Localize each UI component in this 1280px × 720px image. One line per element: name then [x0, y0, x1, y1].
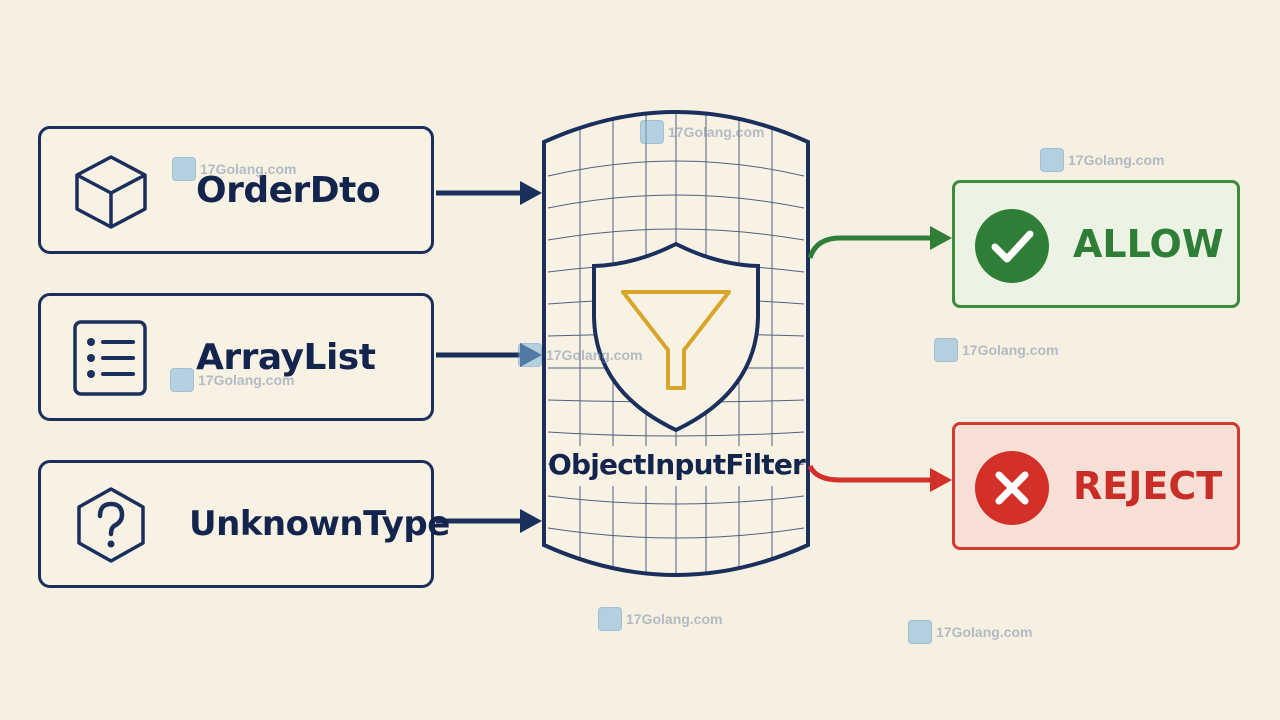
reject-arrow: [807, 464, 952, 492]
input-box-unknowntype: UnknownType: [38, 460, 450, 588]
allow-arrow: [807, 226, 952, 259]
filter-label: ObjectInputFilter: [548, 448, 806, 481]
list-icon: [73, 320, 147, 396]
watermark: 17Golang.com: [640, 120, 764, 144]
x-mark-icon: [975, 451, 1049, 525]
watermark: 17Golang.com: [1040, 148, 1164, 172]
watermark-logo-icon: [172, 157, 196, 181]
allow-box: ALLOW: [952, 180, 1240, 308]
watermark: 17Golang.com: [172, 157, 296, 181]
watermark-logo-icon: [518, 343, 542, 367]
input-label: OrderDto: [196, 169, 381, 211]
input-box-arraylist: ArrayList: [38, 293, 434, 421]
reject-label: REJECT: [1073, 464, 1223, 508]
watermark: 17Golang.com: [598, 607, 722, 631]
reject-box: REJECT: [952, 422, 1240, 550]
allow-label: ALLOW: [1073, 222, 1224, 266]
input-label: UnknownType: [189, 504, 450, 544]
watermark-logo-icon: [170, 368, 194, 392]
watermark: 17Golang.com: [170, 368, 294, 392]
question-hexagon-icon: [77, 487, 145, 563]
input-box-orderdto: OrderDto: [38, 126, 434, 254]
watermark-logo-icon: [640, 120, 664, 144]
checkmark-icon: [975, 209, 1049, 283]
watermark-logo-icon: [1040, 148, 1064, 172]
watermark: 17Golang.com: [934, 338, 1058, 362]
filter-label-backdrop: [552, 446, 800, 486]
watermark-logo-icon: [908, 620, 932, 644]
watermark-logo-icon: [598, 607, 622, 631]
cube-icon: [75, 155, 147, 229]
input-label: ArrayList: [196, 336, 376, 378]
funnel-icon: [621, 290, 731, 390]
watermark-logo-icon: [934, 338, 958, 362]
watermark: 17Golang.com: [908, 620, 1032, 644]
watermark: 17Golang.com: [518, 343, 642, 367]
